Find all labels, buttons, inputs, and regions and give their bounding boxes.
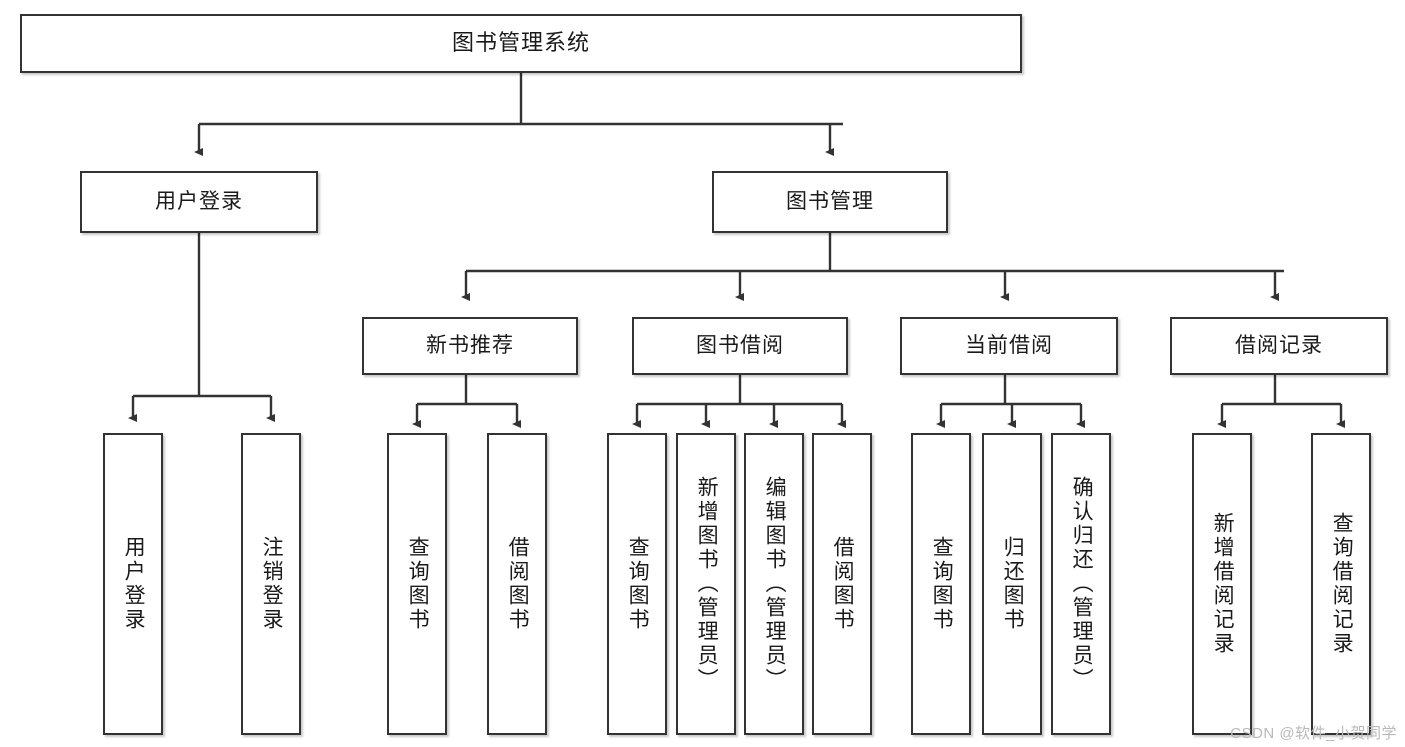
- node-label: 当前借阅: [965, 334, 1053, 358]
- node-label: 图书管理系统: [451, 30, 590, 56]
- node-label: 借阅记录: [1235, 334, 1323, 358]
- node-leaf-borrow-book-2[interactable]: 借阅图书: [812, 433, 872, 735]
- node-user-login[interactable]: 用户登录: [80, 171, 318, 233]
- node-leaf-confirm-return-admin[interactable]: 确认归还（管理员）: [1051, 433, 1111, 735]
- node-label: 借阅图书: [831, 536, 855, 632]
- node-label: 新增借阅记录: [1211, 512, 1235, 656]
- node-label: 注销登录: [260, 536, 284, 632]
- node-label: 查询图书: [406, 536, 430, 632]
- node-label: 用户登录: [155, 190, 243, 214]
- node-leaf-borrow-book-1[interactable]: 借阅图书: [487, 433, 547, 735]
- node-root-book-management-system[interactable]: 图书管理系统: [20, 14, 1022, 73]
- node-book-borrow[interactable]: 图书借阅: [632, 317, 848, 375]
- node-current-borrow[interactable]: 当前借阅: [900, 317, 1118, 375]
- node-leaf-return-book[interactable]: 归还图书: [982, 433, 1042, 735]
- node-leaf-query-book-3[interactable]: 查询图书: [911, 433, 971, 735]
- node-leaf-edit-book-admin[interactable]: 编辑图书（管理员）: [744, 433, 804, 735]
- node-label: 归还图书: [1001, 536, 1025, 632]
- node-leaf-query-borrow-record[interactable]: 查询借阅记录: [1311, 433, 1371, 735]
- node-label: 新书推荐: [426, 334, 514, 358]
- node-label: 图书借阅: [696, 334, 784, 358]
- node-label: 图书管理: [786, 190, 874, 214]
- node-leaf-user-login[interactable]: 用户登录: [103, 433, 163, 735]
- node-leaf-logout-login[interactable]: 注销登录: [241, 433, 301, 735]
- node-leaf-query-book-2[interactable]: 查询图书: [607, 433, 667, 735]
- node-label: 新增图书（管理员）: [695, 476, 719, 692]
- csdn-watermark: CSDN @软件_小贺同学: [1230, 725, 1397, 742]
- node-leaf-add-borrow-record[interactable]: 新增借阅记录: [1192, 433, 1252, 735]
- node-new-book-recommend[interactable]: 新书推荐: [362, 317, 578, 375]
- node-label: 查询借阅记录: [1330, 512, 1354, 656]
- node-label: 查询图书: [626, 536, 650, 632]
- node-leaf-query-book-1[interactable]: 查询图书: [387, 433, 447, 735]
- node-label: 确认归还（管理员）: [1070, 476, 1094, 692]
- node-label: 用户登录: [122, 536, 146, 632]
- node-label: 编辑图书（管理员）: [763, 476, 787, 692]
- node-label: 查询图书: [930, 536, 954, 632]
- node-label: 借阅图书: [506, 536, 530, 632]
- node-leaf-add-book-admin[interactable]: 新增图书（管理员）: [676, 433, 736, 735]
- node-borrow-record[interactable]: 借阅记录: [1170, 317, 1388, 375]
- node-book-manage[interactable]: 图书管理: [712, 171, 948, 233]
